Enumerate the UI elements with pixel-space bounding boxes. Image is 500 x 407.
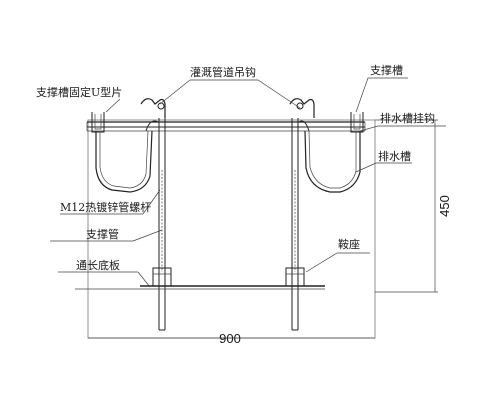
label-support-trough: 支撑槽 (370, 63, 403, 77)
outline-frame (87, 119, 376, 339)
right-drain-trough (298, 120, 361, 193)
right-u-clip (350, 112, 364, 133)
support-bar (86, 121, 366, 132)
right-irrigation-hook (289, 98, 315, 118)
label-saddle: 鞍座 (338, 237, 360, 251)
right-saddle (285, 267, 305, 287)
height-dimension: 450 (375, 119, 452, 293)
base-plate (75, 285, 325, 290)
leader-lines (50, 77, 446, 288)
label-irrigation-pipe-hook: 灌溉管道吊钩 (190, 65, 256, 79)
left-saddle (152, 267, 172, 287)
left-u-clip (91, 112, 105, 133)
label-drain-trough-hook: 排水槽挂钩 (380, 111, 435, 125)
label-support-tube: 支撑管 (86, 227, 119, 241)
width-dimension-text: 900 (219, 331, 241, 346)
label-threaded-rod: M12热镀锌管螺杆 (60, 200, 151, 214)
width-dimension: 900 (88, 331, 375, 346)
right-support-tube (291, 118, 299, 331)
left-drain-trough (95, 120, 159, 193)
left-support-tube (158, 118, 166, 331)
label-base-plate: 通长底板 (76, 258, 120, 272)
height-dimension-text: 450 (437, 195, 452, 217)
left-irrigation-hook (140, 98, 166, 118)
label-drain-trough: 排水槽 (378, 149, 411, 163)
label-u-clip: 支撑槽固定U型片 (36, 85, 122, 99)
